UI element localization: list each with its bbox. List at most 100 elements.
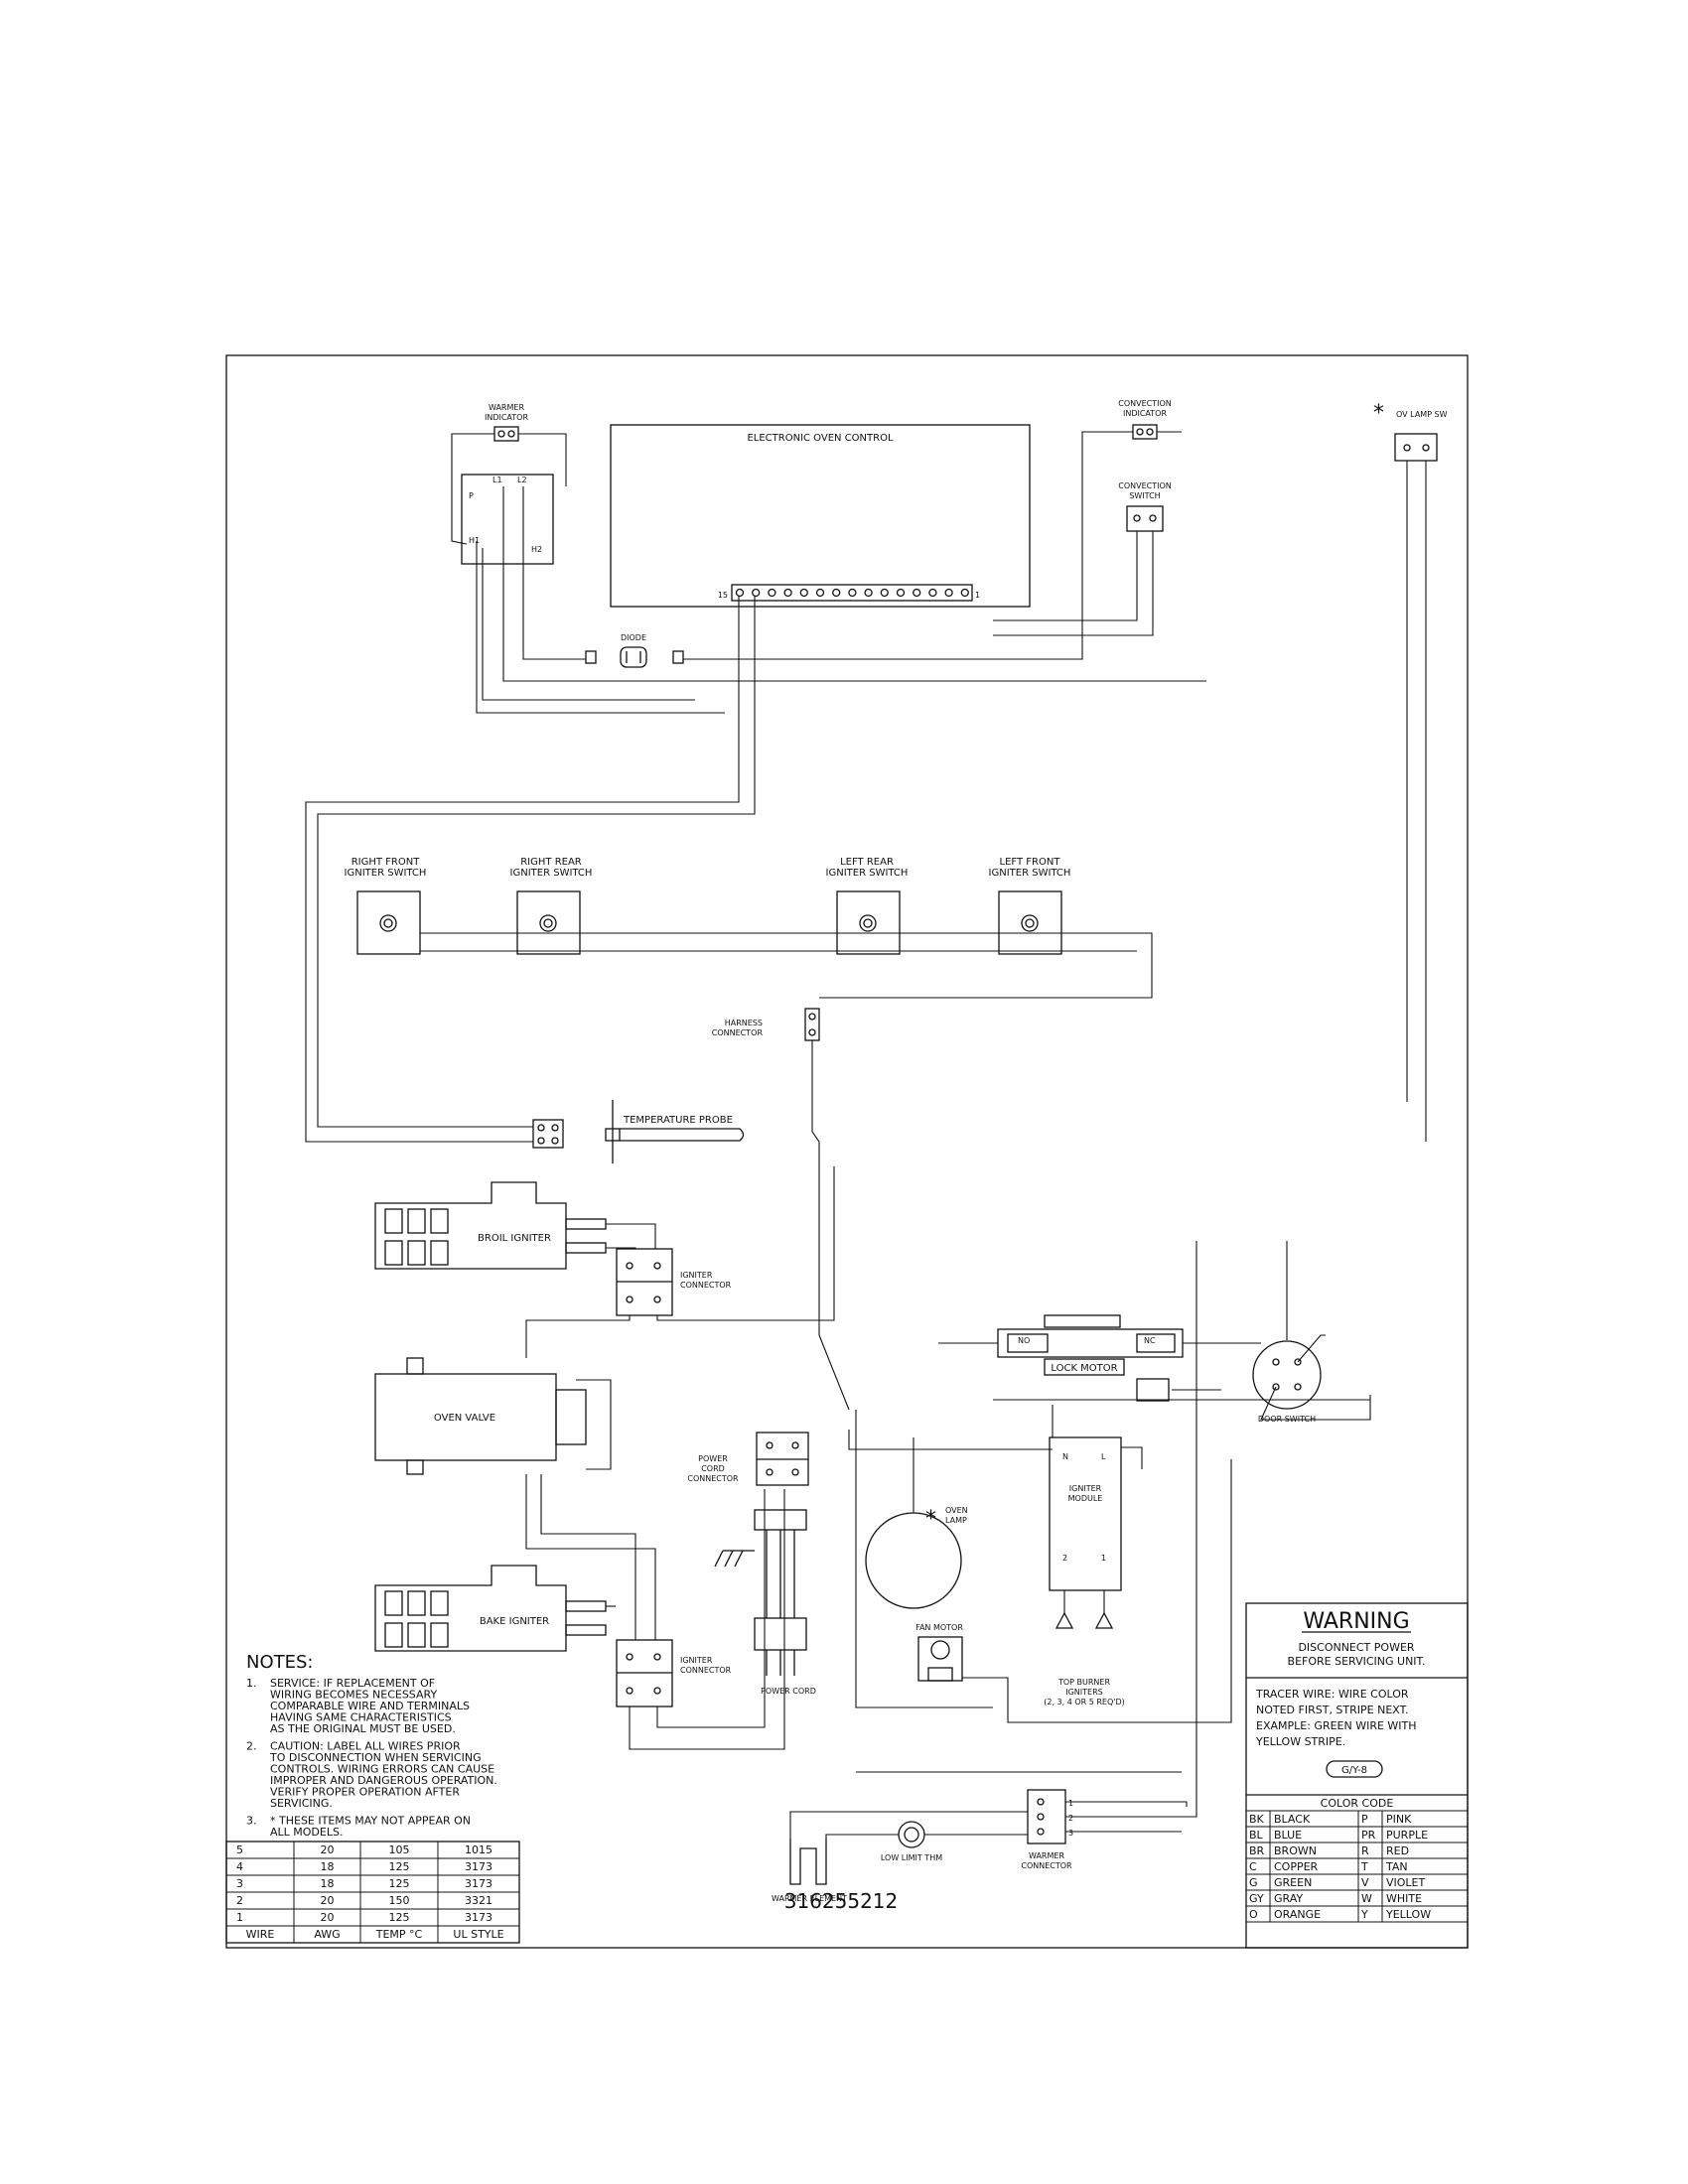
control-terminal <box>880 588 889 598</box>
control-terminal <box>928 588 937 598</box>
wire-table-cell: 1 <box>236 1911 243 1924</box>
wire-table-cell: 5 <box>236 1843 243 1856</box>
color-code-name: TAN <box>1385 1860 1408 1873</box>
broil-igniter-label: BROIL IGNITER <box>478 1233 551 1244</box>
power-cord-connector-label-1: POWER <box>698 1454 728 1463</box>
oven-valve-label: OVEN VALVE <box>434 1413 495 1424</box>
wire-table-cell: 4 <box>236 1860 243 1873</box>
bake-igniter-connector-label-1: IGNITER <box>680 1656 713 1665</box>
lock-motor-no-pin: NO <box>1018 1336 1030 1345</box>
color-code-name: GREEN <box>1274 1876 1312 1889</box>
note-1-line-2: WIRING BECOMES NECESSARY <box>270 1689 437 1702</box>
warmer-switch-h1-pin: H1 <box>469 536 480 545</box>
bake-igniter-connector: IGNITER CONNECTOR <box>616 1639 732 1707</box>
note-1-line-1: SERVICE: IF REPLACEMENT OF <box>270 1677 435 1690</box>
notes: NOTES: 1.SERVICE: IF REPLACEMENT OFWIRIN… <box>246 1652 497 1839</box>
wire-table-cell: 3 <box>236 1877 243 1890</box>
right-rear-igniter-switch: RIGHT REAR IGNITER SWITCH <box>510 857 592 955</box>
bake-igniter: BAKE IGNITER <box>374 1565 607 1652</box>
igniter-module: N L IGNITER MODULE 2 1 TOP BURNER IGNITE… <box>1044 1436 1125 1706</box>
fan-motor-label: FAN MOTOR <box>915 1623 963 1632</box>
wire-table-cell: 150 <box>389 1894 410 1907</box>
right-front-igniter-label-1: RIGHT FRONT <box>352 857 421 868</box>
color-code-name: PURPLE <box>1386 1829 1428 1842</box>
harness-connector-label-1: HARNESS <box>725 1019 763 1027</box>
temperature-probe: TEMPERATURE PROBE <box>532 1100 745 1163</box>
tracer-line-4: YELLOW STRIPE. <box>1255 1735 1345 1748</box>
igniter-module-pin-2: 2 <box>1062 1554 1067 1563</box>
lamp-switch-asterisk: * <box>1373 401 1384 426</box>
note-2-line-4: IMPROPER AND DANGEROUS OPERATION. <box>270 1774 497 1787</box>
left-front-igniter-label-1: LEFT FRONT <box>1000 857 1061 868</box>
note-2-line-2: TO DISCONNECTION WHEN SERVICING <box>269 1751 482 1764</box>
wire-table-cell: 105 <box>389 1843 410 1856</box>
color-code-name: VIOLET <box>1386 1876 1426 1889</box>
color-code-name: WHITE <box>1386 1892 1422 1905</box>
harness-connector: HARNESS CONNECTOR <box>712 1008 820 1041</box>
wire-table-cell: 3173 <box>465 1877 492 1890</box>
part-number: 316255212 <box>784 1889 899 1913</box>
igniter-module-l-pin: L <box>1101 1452 1106 1461</box>
color-code-abbr: PR <box>1361 1829 1376 1842</box>
wiring <box>305 431 1427 1839</box>
diode-label: DIODE <box>621 633 646 642</box>
electronic-oven-control: ELECTRONIC OVEN CONTROL 15 1 <box>610 424 1031 608</box>
color-code-abbr: V <box>1361 1876 1369 1889</box>
control-terminal <box>752 588 761 598</box>
color-code-abbr: BK <box>1249 1813 1265 1826</box>
wire-table-cell: 125 <box>389 1877 410 1890</box>
igniter-module-n-pin: N <box>1062 1452 1068 1461</box>
control-terminal <box>815 588 825 598</box>
bake-igniter-label: BAKE IGNITER <box>480 1616 549 1627</box>
left-front-igniter-switch: LEFT FRONT IGNITER SWITCH <box>989 857 1070 955</box>
broil-igniter: BROIL IGNITER <box>374 1181 607 1270</box>
warmer-switch-l1-pin: L1 <box>492 476 502 484</box>
control-terminal <box>735 588 745 598</box>
note-2-line-6: SERVICING. <box>270 1797 333 1810</box>
broil-igniter-connector-label-1: IGNITER <box>680 1271 713 1280</box>
oven-control-label: ELECTRONIC OVEN CONTROL <box>747 433 893 444</box>
color-code-name: BLUE <box>1274 1829 1302 1842</box>
tracer-line-1: TRACER WIRE: WIRE COLOR <box>1255 1688 1409 1701</box>
control-pin-first: 15 <box>718 591 728 600</box>
lock-motor-label: LOCK MOTOR <box>1051 1363 1117 1374</box>
wire-table-header: AWG <box>314 1928 340 1941</box>
wire-table-header: WIRE <box>246 1928 275 1941</box>
control-terminal <box>848 588 857 598</box>
warmer-switch-h2-pin: H2 <box>531 545 542 554</box>
color-code-title: COLOR CODE <box>1321 1797 1394 1810</box>
color-code-name: ORANGE <box>1274 1908 1321 1921</box>
top-burner-igniters-label-3: (2, 3, 4 OR 5 REQ'D) <box>1044 1698 1125 1706</box>
low-limit-thm-label: LOW LIMIT THM <box>881 1853 942 1862</box>
color-code-abbr: W <box>1361 1892 1372 1905</box>
warmer-connector-label-2: CONNECTOR <box>1021 1861 1072 1870</box>
power-cord-connector-label-2: CORD <box>701 1464 725 1473</box>
wire-table-cell: 20 <box>321 1894 335 1907</box>
note-number-3: 3. <box>246 1815 257 1828</box>
convection-indicator-label-2: INDICATOR <box>1123 409 1167 418</box>
tracer-line-2: NOTED FIRST, STRIPE NEXT. <box>1256 1704 1409 1716</box>
control-terminal <box>960 588 969 598</box>
control-terminal <box>896 588 906 598</box>
broil-igniter-connector-label-2: CONNECTOR <box>680 1281 732 1290</box>
wire-table-cell: 3321 <box>465 1894 492 1907</box>
convection-switch: CONVECTION SWITCH <box>1118 481 1172 532</box>
control-terminal <box>864 588 873 598</box>
color-code-abbr: R <box>1361 1844 1369 1857</box>
wire-table-header: UL STYLE <box>453 1928 503 1941</box>
control-pin-last: 1 <box>975 591 980 600</box>
wire-table-cell: 3173 <box>465 1911 492 1924</box>
wire-table-cell: 20 <box>321 1911 335 1924</box>
warmer-switch-p-pin: P <box>469 491 474 500</box>
oven-lamp-label-2: LAMP <box>945 1516 967 1525</box>
color-code-abbr: T <box>1360 1860 1368 1873</box>
warmer-connector-label-1: WARMER <box>1029 1851 1064 1860</box>
power-cord-connector-label-3: CONNECTOR <box>687 1474 739 1483</box>
wire-table-cell: 125 <box>389 1911 410 1924</box>
color-code-abbr: BL <box>1249 1829 1264 1842</box>
warning-box: WARNING DISCONNECT POWER BEFORE SERVICIN… <box>1245 1602 1469 1949</box>
control-terminal <box>799 588 808 598</box>
